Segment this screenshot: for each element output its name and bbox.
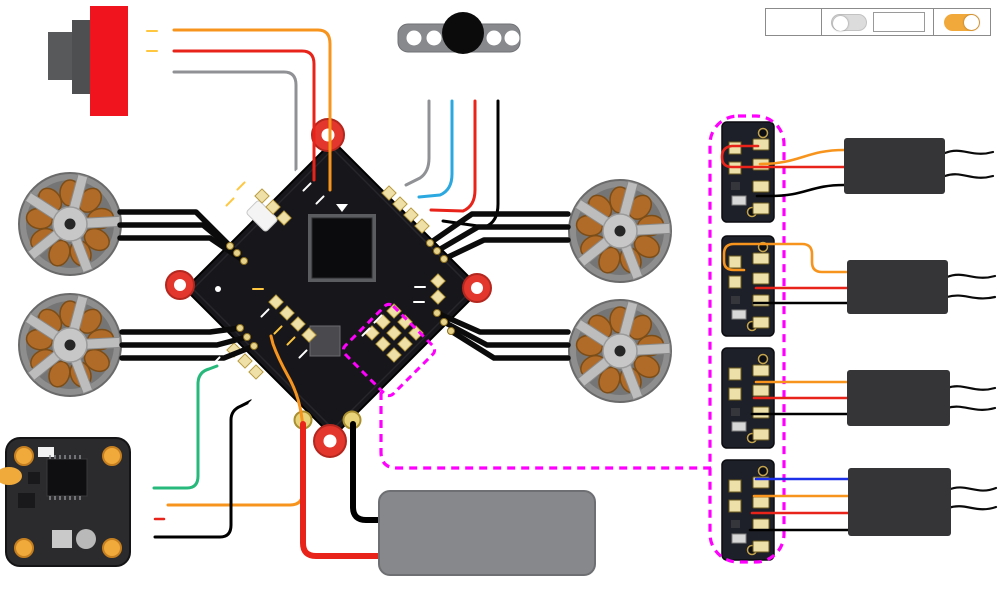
motor4 xyxy=(18,172,122,276)
wire-dsm-gnd xyxy=(755,183,846,198)
buzzer xyxy=(442,12,484,54)
uart2-baud-input[interactable] xyxy=(872,12,925,32)
pad-vtx-spare xyxy=(252,288,264,290)
pad-scl xyxy=(414,286,426,288)
receiver-sbus xyxy=(847,260,948,314)
rx-pad-board-2 xyxy=(721,235,775,337)
motor-solder-pads xyxy=(226,239,455,350)
mcu-chip xyxy=(311,217,373,279)
receiver-sbus-pins xyxy=(847,260,855,314)
wire-buzzer-5v xyxy=(429,99,477,213)
wire-motor3-a xyxy=(119,325,243,335)
wire-motor1-c xyxy=(448,328,571,361)
vtx-module xyxy=(0,437,131,567)
receiver-dsm-pins xyxy=(844,138,852,194)
wire-battery-positive xyxy=(300,421,382,559)
uart2-port-row xyxy=(765,8,991,36)
uart2-toggle-on[interactable] xyxy=(944,13,980,31)
motor-wires xyxy=(117,209,571,361)
wire-vtx-video xyxy=(166,334,305,507)
flight-controller-board xyxy=(165,118,492,458)
rx-pads-highlight xyxy=(341,302,437,398)
wire-motor2-b xyxy=(434,224,571,254)
wire-vtx-rx xyxy=(152,364,219,490)
vtx-button xyxy=(0,467,22,485)
vtx-pin-video xyxy=(137,504,149,506)
vtx-pin-vcc xyxy=(133,520,145,522)
power-inductor xyxy=(309,325,341,357)
vtx-pin-rx xyxy=(132,487,144,489)
wire-battery-negative xyxy=(350,421,382,523)
motor1 xyxy=(568,299,672,403)
antenna-dsm-1 xyxy=(943,149,995,155)
antenna-crsf-2 xyxy=(946,505,998,511)
buzzer-pin-gnd xyxy=(497,72,499,84)
antenna-dsm-2 xyxy=(943,173,995,179)
wire-sbus-rc xyxy=(722,242,849,274)
buzzer-pin-bz xyxy=(428,72,430,84)
pad-sda xyxy=(413,301,425,303)
antenna-sbus-2 xyxy=(945,294,997,300)
uart2-port-name xyxy=(766,9,822,35)
camera-module xyxy=(48,6,128,116)
buzzer-module xyxy=(397,12,521,54)
antenna-wires xyxy=(943,149,998,511)
receiver-crsf xyxy=(848,468,951,536)
camera-body xyxy=(72,20,90,94)
rx-pad-board-1 xyxy=(721,121,775,223)
receiver-dsm-title xyxy=(852,138,945,194)
battery xyxy=(378,490,596,576)
receiver-sbus-title xyxy=(855,260,948,314)
wire-motor1-a xyxy=(434,310,571,335)
wire-motor3-b xyxy=(119,334,250,348)
receiver-crsf-title xyxy=(856,468,951,536)
solder-pads xyxy=(226,185,446,380)
uart2-toggle-off[interactable] xyxy=(830,13,867,31)
antenna-ibus-2 xyxy=(945,405,997,411)
receiver-dsm xyxy=(844,138,945,194)
receiver-column-highlight xyxy=(708,114,786,564)
wire-camera-gnd xyxy=(172,70,298,172)
receiver-ibus-title xyxy=(855,370,950,426)
wire-motor3-c xyxy=(119,343,257,361)
motor2 xyxy=(568,179,672,283)
wire-motor4-b xyxy=(117,222,240,256)
wire-motor2-c xyxy=(441,237,571,262)
wire-camera-cam xyxy=(172,28,332,192)
buzzer-pin-led xyxy=(451,72,453,84)
antenna-crsf-1 xyxy=(946,486,998,492)
antenna-sbus-1 xyxy=(945,273,997,279)
camera-lens xyxy=(48,32,76,80)
wire-dsm-rc xyxy=(758,148,846,166)
vtx-power-note xyxy=(124,539,304,583)
wire-motor4-c xyxy=(117,235,247,264)
receiver-ibus-pins xyxy=(847,370,855,426)
toggle-knob xyxy=(964,14,979,30)
toggle-knob xyxy=(832,15,848,31)
camera-pin-cam xyxy=(146,30,158,32)
wire-buzzer-led xyxy=(417,99,454,199)
wire-vtx-gnd xyxy=(153,399,253,539)
vtx-chip xyxy=(46,458,88,497)
wire-motor1-b xyxy=(441,319,571,348)
wire-dsm-33v xyxy=(720,144,846,169)
camera-label-plate xyxy=(90,6,128,116)
camera-pin-gnd xyxy=(145,71,157,73)
wire-motor2-a xyxy=(427,211,571,246)
vtx-pin-gnd xyxy=(132,536,144,538)
motor3 xyxy=(18,293,122,397)
buzzer-pin-5v xyxy=(474,72,476,84)
receiver-crsf-pins xyxy=(848,468,856,536)
dashed-connector-line xyxy=(379,392,711,470)
dashed-guides xyxy=(341,114,786,564)
receiver-ibus xyxy=(847,370,950,426)
antenna-ibus-1 xyxy=(945,385,997,391)
wire-camera-5v xyxy=(172,49,316,182)
rx-pad-board-4 xyxy=(721,459,775,561)
wire-buzzer-bz xyxy=(404,99,431,187)
camera-pin-5v xyxy=(146,50,158,52)
